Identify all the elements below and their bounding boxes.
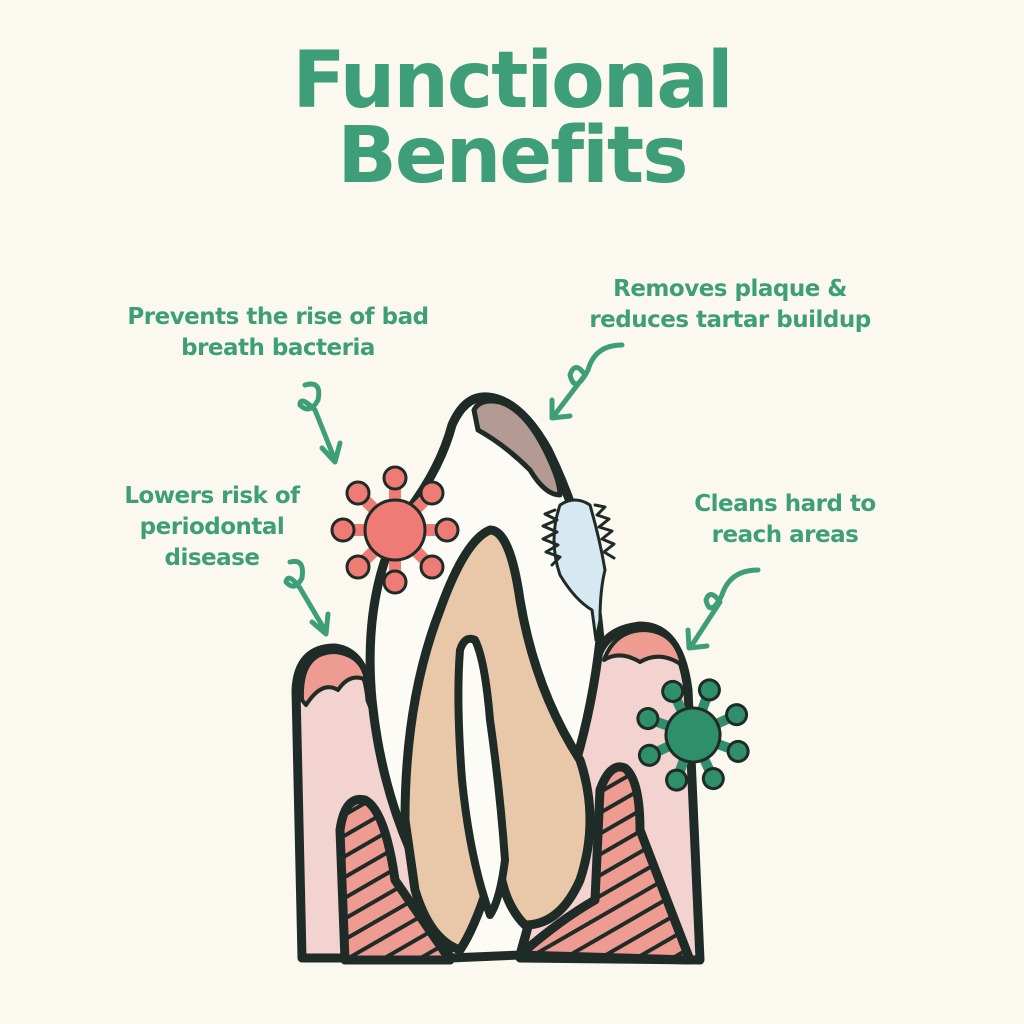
benefit-line: periodontal	[139, 514, 285, 540]
benefit-bad-breath: Prevents the rise of bad breath bacteria	[118, 302, 438, 364]
benefit-line: Cleans hard to	[694, 491, 876, 517]
title-line-1: Functional	[292, 36, 733, 126]
benefit-line: reach areas	[711, 522, 859, 548]
benefit-line: Prevents the rise of bad	[127, 304, 429, 330]
benefit-line: reduces tartar buildup	[589, 307, 871, 333]
arrow-cleans-icon	[685, 567, 761, 651]
title-line-2: Benefits	[337, 111, 688, 201]
benefit-plaque: Removes plaque & reduces tartar buildup	[570, 274, 890, 336]
benefit-line: disease	[164, 545, 260, 571]
brush-bristles	[541, 503, 616, 567]
left-bone	[335, 794, 455, 965]
benefit-line: Lowers risk of	[124, 483, 300, 509]
green-bacteria-icon	[636, 678, 750, 792]
right-gum-tip	[602, 628, 684, 667]
arrow-bad-breath-icon	[297, 381, 343, 465]
pulp-canal	[454, 634, 509, 919]
benefit-hard-to-reach: Cleans hard to reach areas	[645, 489, 925, 551]
benefit-line: Removes plaque &	[613, 276, 847, 302]
right-bone	[515, 762, 695, 965]
arrow-plaque-icon	[549, 342, 625, 421]
brush-head	[552, 498, 607, 642]
arrow-periodontal-icon	[283, 558, 331, 637]
left-gum-tip	[299, 650, 368, 707]
red-bacteria-icon	[330, 465, 460, 595]
benefit-line: breath bacteria	[181, 335, 375, 361]
tartar	[471, 398, 563, 498]
benefit-periodontal: Lowers risk of periodontal disease	[72, 481, 352, 574]
